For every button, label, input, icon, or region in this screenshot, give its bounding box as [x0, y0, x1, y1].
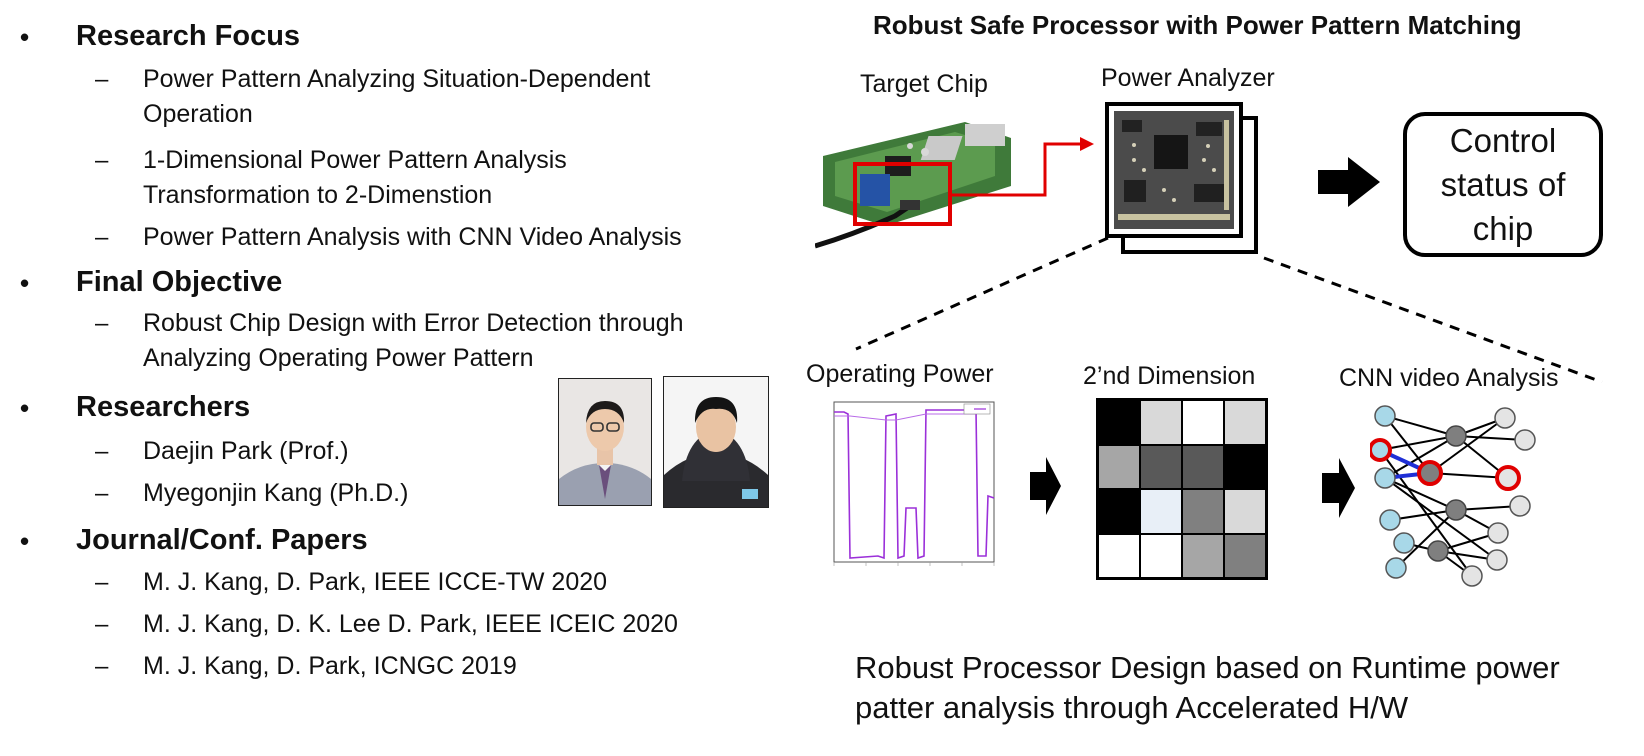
paper-item: M. J. Kang, D. K. Lee D. Park, IEEE ICEI… [143, 610, 678, 638]
dash-icon: – [95, 224, 109, 251]
papers-heading: Journal/Conf. Papers [76, 524, 368, 556]
grid-cell [1224, 444, 1266, 489]
grid-cell [1140, 489, 1182, 534]
second-dimension-label: 2’nd Dimension [1083, 362, 1256, 390]
zoom-dashed-line-right [1263, 256, 1603, 384]
paper-item: M. J. Kang, D. Park, ICNGC 2019 [143, 652, 517, 680]
diagram-title: Robust Safe Processor with Power Pattern… [873, 10, 1522, 40]
arrow-right-icon [1318, 157, 1380, 207]
dash-icon: – [95, 438, 109, 465]
final-objective-item: Robust Chip Design with Error Detection … [143, 309, 684, 337]
research-focus-item: Power Pattern Analysis with CNN Video An… [143, 223, 682, 251]
control-status-box: Control status of chip [1403, 112, 1603, 257]
second-dimension-grid [1096, 398, 1268, 580]
chip-highlight-box [853, 162, 952, 226]
red-arrowhead-icon [1080, 137, 1094, 151]
operating-power-label: Operating Power [806, 360, 994, 388]
red-connector-line [950, 142, 1084, 197]
grid-cell [1182, 444, 1224, 489]
research-focus-item: Transformation to 2-Dimenstion [143, 181, 493, 209]
bullet-icon: • [20, 393, 30, 423]
summary-line-1: Robust Processor Design based on Runtime… [855, 650, 1560, 685]
bullet-icon: • [20, 268, 30, 298]
grid-cell [1098, 444, 1140, 489]
bullet-icon: • [20, 22, 30, 52]
dash-icon: – [95, 569, 109, 596]
grid-cell [1140, 444, 1182, 489]
dash-icon: – [95, 653, 109, 680]
researcher-item: Daejin Park (Prof.) [143, 437, 349, 465]
final-objective-item: Analyzing Operating Power Pattern [143, 344, 534, 372]
researcher-photo-phd [663, 376, 769, 508]
power-analyzer-board [1105, 102, 1258, 254]
bullet-icon: • [20, 526, 30, 556]
summary-text: Robust Processor Design based on Runtime… [855, 648, 1560, 728]
researcher-photo-prof [558, 378, 652, 506]
grid-cell [1098, 533, 1140, 578]
researcher-item: Myegonjin Kang (Ph.D.) [143, 479, 409, 507]
grid-cell [1182, 400, 1224, 445]
research-focus-item: 1-Dimensional Power Pattern Analysis [143, 146, 567, 174]
research-focus-item: Power Pattern Analyzing Situation-Depend… [143, 65, 651, 93]
dash-icon: – [95, 611, 109, 638]
grid-cell [1224, 489, 1266, 534]
researchers-heading: Researchers [76, 391, 251, 423]
dash-icon: – [95, 480, 109, 507]
research-focus-heading: Research Focus [76, 20, 301, 52]
cnn-network-diagram [1370, 405, 1536, 587]
grid-cell [1098, 400, 1140, 445]
operating-power-plot [833, 401, 995, 566]
dash-icon: – [95, 66, 109, 93]
power-analyzer-label: Power Analyzer [1101, 64, 1275, 92]
cnn-video-label: CNN video Analysis [1339, 364, 1559, 392]
arrow-right-icon [1322, 458, 1355, 518]
arrow-right-icon [1030, 457, 1061, 515]
dash-icon: – [95, 147, 109, 174]
research-focus-item: Operation [143, 100, 253, 128]
zoom-dashed-line-left [855, 236, 1109, 351]
grid-cell [1224, 400, 1266, 445]
grid-cell [1182, 489, 1224, 534]
summary-line-2: patter analysis through Accelerated H/W [855, 690, 1409, 725]
grid-cell [1140, 400, 1182, 445]
paper-item: M. J. Kang, D. Park, IEEE ICCE-TW 2020 [143, 568, 608, 596]
grid-cell [1140, 533, 1182, 578]
final-objective-heading: Final Objective [76, 266, 283, 298]
dash-icon: – [95, 310, 109, 337]
target-chip-photo [815, 116, 1011, 255]
grid-cell [1182, 533, 1224, 578]
target-chip-label: Target Chip [860, 70, 988, 98]
grid-cell [1098, 489, 1140, 534]
grid-cell [1224, 533, 1266, 578]
